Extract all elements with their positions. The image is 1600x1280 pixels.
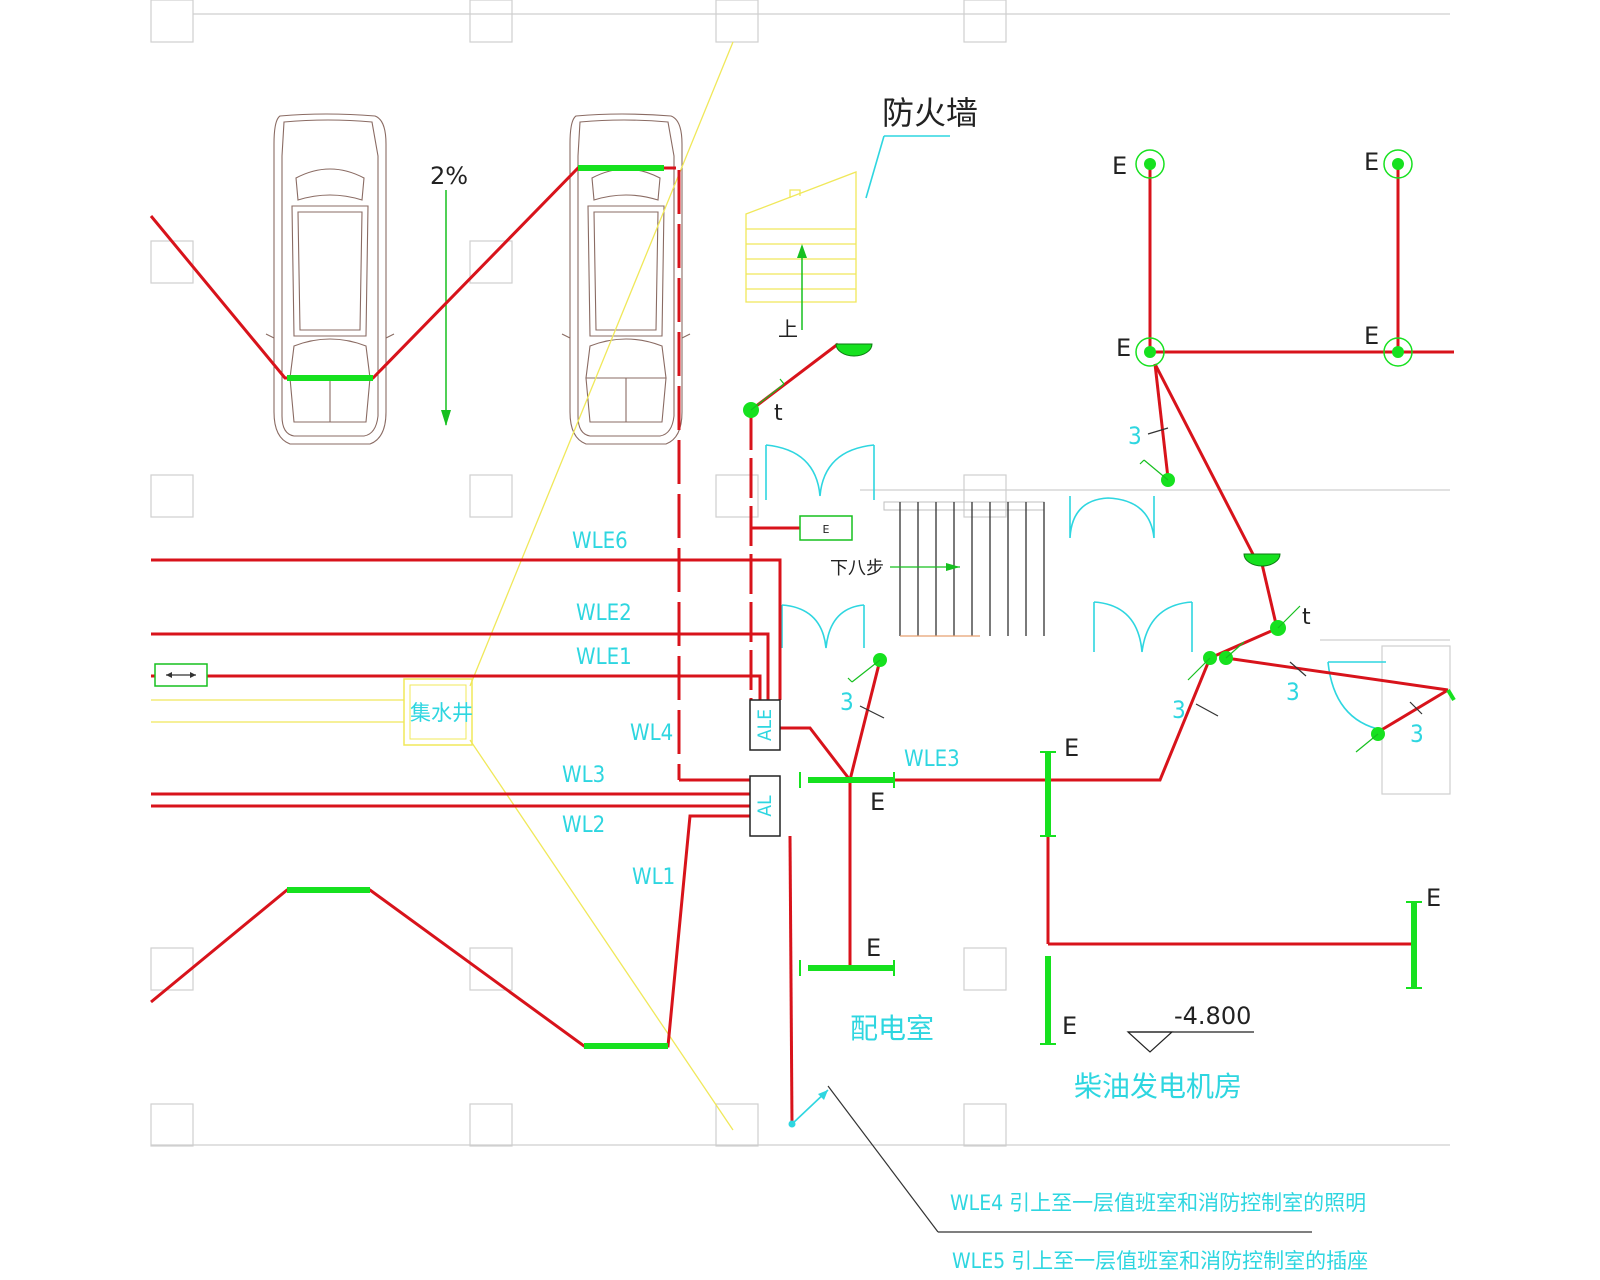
emergency-e-label: E — [866, 934, 881, 962]
switch-mark-label: t — [1302, 605, 1311, 630]
switch-count-label: 3 — [840, 688, 854, 716]
wire-count-ticks — [859, 427, 1423, 719]
slope-arrow — [441, 190, 451, 426]
circuit-wl3-label: WL3 — [562, 763, 605, 788]
exit-sign — [799, 515, 853, 541]
lower-staircase — [883, 501, 1045, 637]
circuit-wl1-label: WL1 — [632, 865, 675, 890]
circuit-wle1-label: WLE1 — [576, 645, 632, 670]
distribution-room-label: 配电室 — [850, 1012, 934, 1045]
bidirectional-exit-sign — [154, 663, 208, 687]
ring-light — [1135, 149, 1165, 179]
ramp-boundary-lines — [151, 41, 734, 1131]
emergency-e-label: E — [1062, 1012, 1077, 1040]
switch-count-label: 3 — [1172, 696, 1186, 724]
switch-mark-label: t — [774, 401, 783, 426]
elevation-label: -4.800 — [1174, 1002, 1251, 1030]
elevation-marker — [1126, 1031, 1254, 1053]
sump-label: 集水井 — [410, 701, 473, 725]
generator-room-label: 柴油发电机房 — [1074, 1070, 1242, 1103]
stair-up-label: 上 — [778, 317, 798, 341]
slope-label: 2% — [430, 162, 468, 190]
parked-car-right — [561, 113, 691, 445]
panel-al — [749, 775, 781, 837]
ring-light — [1383, 337, 1413, 367]
door-symbols — [765, 444, 1386, 731]
emergency-e-label: E — [1112, 152, 1127, 180]
emergency-e-label: E — [1364, 148, 1379, 176]
ring-light — [1383, 149, 1413, 179]
circuit-wl2-label: WL2 — [562, 813, 605, 838]
upper-staircase — [745, 171, 857, 330]
parked-car-left — [265, 113, 395, 445]
switch-count-label: 3 — [1410, 720, 1424, 748]
panel-ale — [749, 699, 781, 751]
circuit-wle6-label: WLE6 — [572, 529, 628, 554]
switch-count-label: 3 — [1128, 422, 1142, 450]
fire-wall-leader — [865, 135, 950, 199]
note-wle4: WLE4 引上至一层值班室和消防控制室的照明 — [950, 1191, 1366, 1215]
switches — [743, 378, 1456, 753]
panel-al-label: AL — [754, 795, 776, 817]
sump-pit — [403, 678, 473, 746]
circuit-wle3-label: WLE3 — [904, 747, 960, 772]
stair-down-label: 下八步 — [830, 558, 884, 579]
emergency-e-label: E — [1116, 334, 1131, 362]
emergency-e-label: E — [1364, 322, 1379, 350]
emergency-e-label: E — [870, 788, 885, 816]
light-fixtures — [287, 165, 1422, 1049]
ceiling-lights — [835, 343, 1281, 567]
emergency-e-label: E — [1064, 734, 1079, 762]
switch-count-label: 3 — [1286, 678, 1300, 706]
riser-leader — [788, 1085, 1312, 1233]
note-wle5: WLE5 引上至一层值班室和消防控制室的插座 — [952, 1249, 1368, 1273]
circuit-wle2-label: WLE2 — [576, 601, 632, 626]
ring-light — [1135, 337, 1165, 367]
fire-wall-label: 防火墙 — [882, 94, 978, 132]
circuit-wl4-label: WL4 — [630, 721, 673, 746]
emergency-e-label: E — [1426, 884, 1441, 912]
exit-sign-label: E — [823, 523, 830, 536]
panel-ale-label: ALE — [754, 709, 776, 741]
emergency-ring-lights — [1135, 149, 1413, 367]
